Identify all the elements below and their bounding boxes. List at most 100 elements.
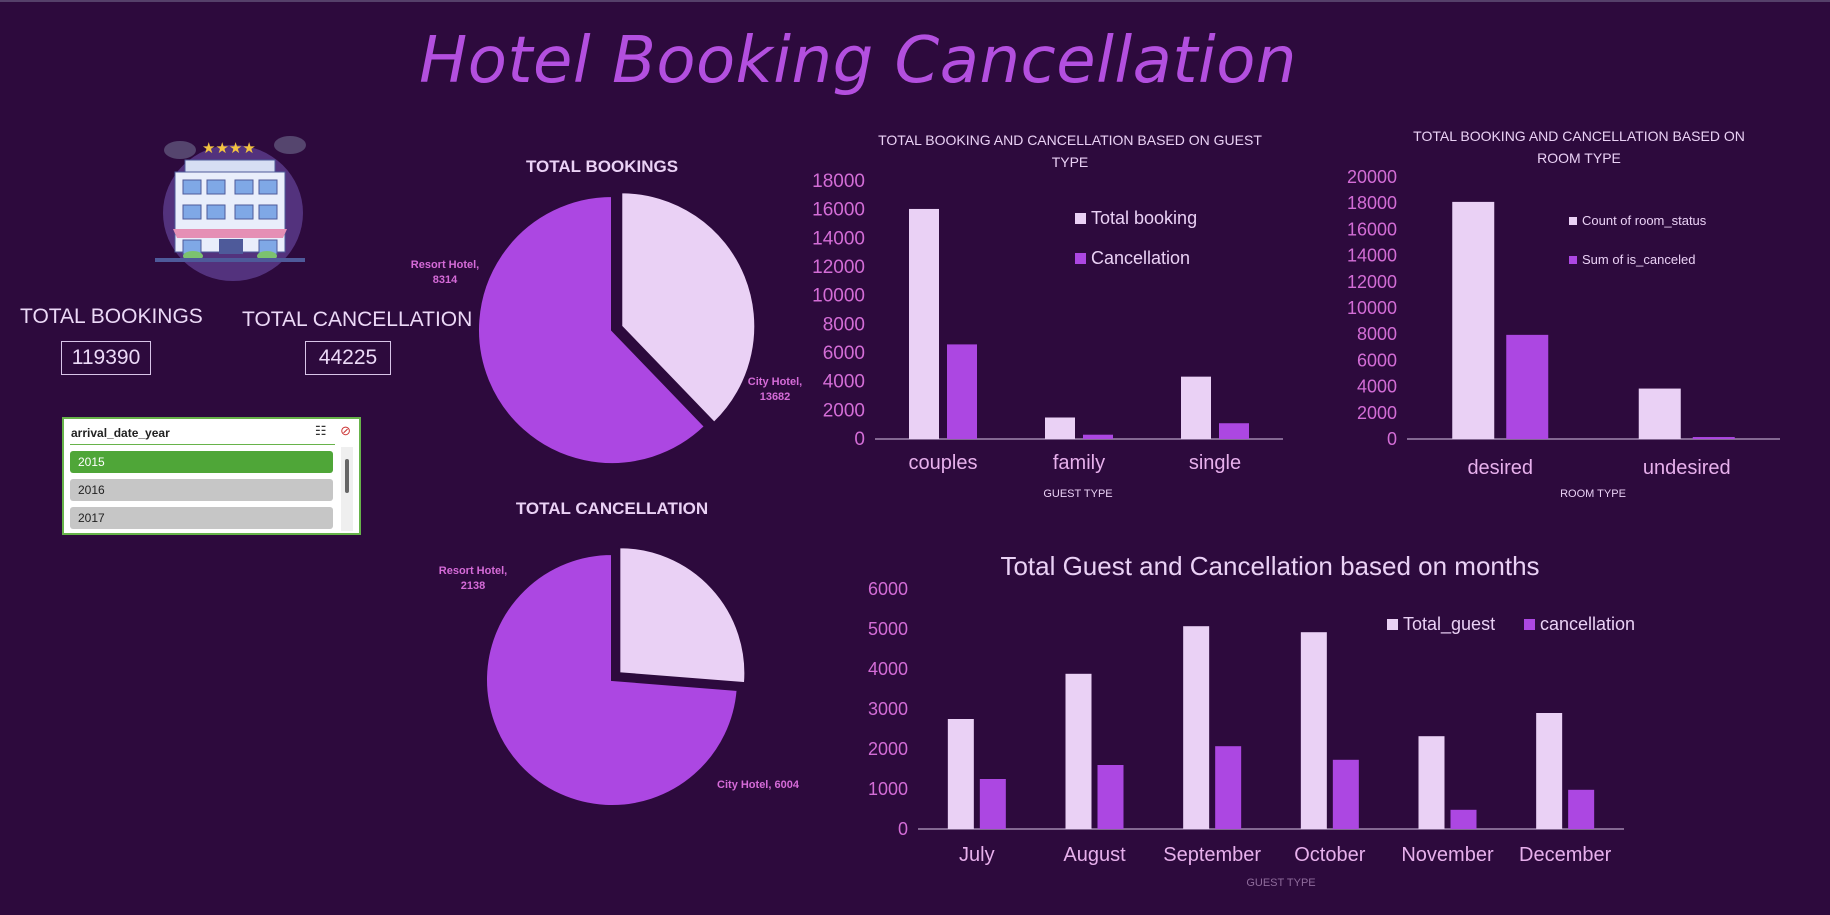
pie-data-label: City Hotel, 6004 xyxy=(717,779,800,791)
y-tick-label: 6000 xyxy=(868,579,908,599)
y-tick-label: 2000 xyxy=(868,739,908,759)
y-tick-label: 3000 xyxy=(868,699,908,719)
y-tick-label: 16000 xyxy=(812,200,865,221)
dashboard-title: Hotel Booking Cancellation xyxy=(419,24,1297,98)
slicer-scrollbar[interactable] xyxy=(341,447,353,531)
x-tick-label: December xyxy=(1519,844,1612,866)
bar-july-total-guest xyxy=(947,719,974,829)
chart-title: TYPE xyxy=(1052,154,1089,170)
bar-october-cancellation xyxy=(1332,759,1359,829)
bar-july-cancellation xyxy=(979,779,1006,829)
total-bookings-label: TOTAL BOOKINGS xyxy=(20,305,203,328)
x-tick-label: August xyxy=(1063,844,1126,866)
legend-label: Cancellation xyxy=(1091,248,1190,268)
total-bookings-value: 119390 xyxy=(61,341,151,375)
bar-family-total-booking xyxy=(1045,417,1075,439)
y-tick-label: 12000 xyxy=(812,257,865,278)
legend-label: Total booking xyxy=(1091,208,1197,228)
pie-data-label: City Hotel, xyxy=(748,376,802,388)
guest-type-bar-chart: TOTAL BOOKING AND CANCELLATION BASED ON … xyxy=(812,132,1283,500)
legend-swatch xyxy=(1569,256,1577,264)
y-tick-label: 8000 xyxy=(823,314,865,335)
y-tick-label: 2000 xyxy=(823,400,865,421)
bar-desired-sum-of-is-canceled xyxy=(1506,334,1549,439)
legend-swatch xyxy=(1524,619,1535,630)
x-tick-label: family xyxy=(1053,452,1105,474)
x-tick-label: single xyxy=(1189,452,1241,474)
y-tick-label: 14000 xyxy=(812,228,865,249)
legend-swatch xyxy=(1075,213,1086,224)
pie-data-label: 13682 xyxy=(760,391,791,403)
y-tick-label: 18000 xyxy=(812,171,865,192)
bar-november-total-guest xyxy=(1418,736,1445,829)
y-tick-label: 0 xyxy=(1387,429,1397,449)
bar-october-total-guest xyxy=(1300,632,1327,829)
slicer-item-2017[interactable]: 2017 xyxy=(70,507,333,529)
x-tick-label: desired xyxy=(1467,457,1533,479)
clear-filter-icon[interactable]: ⊘ xyxy=(340,423,351,438)
total-cancellation-value: 44225 xyxy=(305,341,391,375)
legend-label: cancellation xyxy=(1540,614,1635,634)
chart-title: TOTAL BOOKING AND CANCELLATION BASED ON xyxy=(1413,128,1745,144)
year-slicer[interactable]: arrival_date_year ☷ ⊘ 2015 2016 2017 xyxy=(62,417,361,535)
multi-select-icon[interactable]: ☷ xyxy=(314,423,327,438)
bar-august-total-guest xyxy=(1065,673,1092,829)
bar-couples-total-booking xyxy=(909,208,939,439)
y-tick-label: 6000 xyxy=(823,343,865,364)
legend-label: Sum of is_canceled xyxy=(1582,252,1695,267)
legend-label: Total_guest xyxy=(1403,614,1495,635)
total-cancellation-pie-chart: TOTAL CANCELLATION Resort Hotel, 2138City … xyxy=(439,499,800,807)
y-tick-label: 10000 xyxy=(1347,298,1397,318)
hotel-building-icon: ★★★★ xyxy=(155,136,306,281)
bar-family-cancellation xyxy=(1083,434,1113,439)
y-tick-label: 12000 xyxy=(1347,272,1397,292)
slicer-item-2015[interactable]: 2015 xyxy=(70,451,333,473)
x-axis-label: ROOM TYPE xyxy=(1560,488,1626,500)
room-type-bar-chart: TOTAL BOOKING AND CANCELLATION BASED ON R… xyxy=(1347,128,1780,500)
slicer-item-2016[interactable]: 2016 xyxy=(70,479,333,501)
bar-single-cancellation xyxy=(1219,423,1249,439)
bar-couples-cancellation xyxy=(947,344,977,439)
x-tick-label: November xyxy=(1401,844,1494,866)
x-axis-label: GUEST TYPE xyxy=(1246,877,1315,889)
total-cancellation-label: TOTAL CANCELLATION xyxy=(242,308,473,331)
legend-label: Count of room_status xyxy=(1582,213,1707,228)
bar-december-cancellation xyxy=(1568,789,1595,829)
bar-august-cancellation xyxy=(1097,765,1124,829)
y-tick-label: 10000 xyxy=(812,286,865,307)
y-tick-label: 0 xyxy=(854,429,865,450)
x-tick-label: July xyxy=(959,844,995,866)
svg-text:★★★★: ★★★★ xyxy=(202,140,256,157)
pie-data-label: 8314 xyxy=(433,274,458,286)
pie-slice-city-hotel xyxy=(485,552,739,807)
y-tick-label: 2000 xyxy=(1357,403,1397,423)
y-tick-label: 20000 xyxy=(1347,167,1397,187)
y-tick-label: 4000 xyxy=(1357,377,1397,397)
y-tick-label: 16000 xyxy=(1347,219,1397,239)
pie-slice-city-hotel xyxy=(477,194,707,465)
x-tick-label: couples xyxy=(909,452,978,474)
pie-data-label: Resort Hotel, xyxy=(411,259,479,271)
bar-single-total-booking xyxy=(1181,376,1211,439)
pie-data-label: 2138 xyxy=(461,580,485,592)
pie-title: TOTAL CANCELLATION xyxy=(516,499,708,518)
chart-title: ROOM TYPE xyxy=(1537,150,1621,166)
pie-data-label: Resort Hotel, xyxy=(439,565,507,577)
y-tick-label: 1000 xyxy=(868,779,908,799)
bar-september-total-guest xyxy=(1183,626,1210,829)
x-tick-label: undesired xyxy=(1643,457,1731,479)
x-axis-label: GUEST TYPE xyxy=(1043,488,1112,500)
y-tick-label: 0 xyxy=(898,819,908,839)
y-tick-label: 4000 xyxy=(868,659,908,679)
chart-title: Total Guest and Cancellation based on mo… xyxy=(1000,551,1539,581)
y-tick-label: 5000 xyxy=(868,619,908,639)
bar-november-cancellation xyxy=(1450,809,1477,829)
pie-slice-resort-hotel xyxy=(618,546,747,685)
legend-swatch xyxy=(1075,253,1086,264)
y-tick-label: 4000 xyxy=(823,372,865,393)
legend-swatch xyxy=(1387,619,1398,630)
bar-undesired-count-of-room-status xyxy=(1638,388,1681,439)
bar-undesired-sum-of-is-canceled xyxy=(1692,437,1735,439)
y-tick-label: 6000 xyxy=(1357,350,1397,370)
